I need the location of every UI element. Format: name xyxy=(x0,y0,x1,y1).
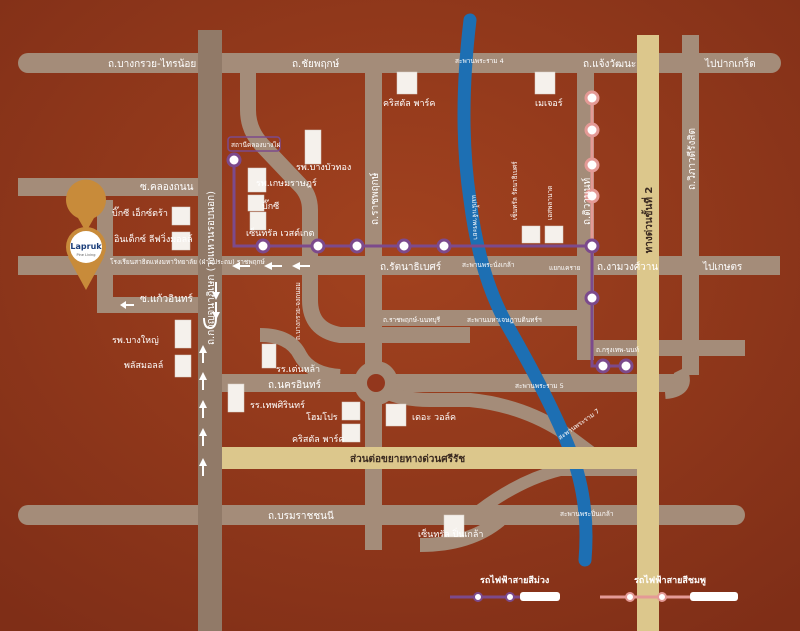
road-ratchaphruek-nonthaburi xyxy=(380,310,580,326)
svg-text:ถ.นครอินทร์: ถ.นครอินทร์ xyxy=(268,379,322,391)
road-krungthep-nonthaburi xyxy=(580,340,745,356)
kanchanaphisek-shade xyxy=(198,30,222,631)
svg-text:ถ.บางกรวย-จงถนอม: ถ.บางกรวย-จงถนอม xyxy=(294,282,302,340)
station[interactable] xyxy=(584,290,600,306)
svg-text:ถ.งามวงศ์วาน: ถ.งามวงศ์วาน xyxy=(597,261,658,273)
road-kanchanaphisek xyxy=(198,30,222,631)
svg-text:โฮมโปร: โฮมโปร xyxy=(306,412,338,423)
svg-text:คริสตัล พาร์ค: คริสตัล พาร์ค xyxy=(292,433,344,445)
svg-text:ถ.ชัยพฤกษ์: ถ.ชัยพฤกษ์ xyxy=(292,58,340,70)
station-pink[interactable] xyxy=(584,122,600,138)
svg-text:คริสตัล พาร์ค: คริสตัล พาร์ค xyxy=(383,97,435,109)
svg-text:เดอะ วอล์ค: เดอะ วอล์ค xyxy=(412,411,456,423)
station[interactable] xyxy=(584,238,600,254)
svg-text:สถานีคลองบางไผ่: สถานีคลองบางไผ่ xyxy=(231,141,281,149)
svg-text:สะพานมหาเจษฎาบดินทร์ฯ: สะพานมหาเจษฎาบดินทร์ฯ xyxy=(467,316,542,324)
road-rama7 xyxy=(378,383,605,466)
poi-labels: คริสตัล พาร์ค เมเจอร์ รพ.บางบัวทอง รพ.เก… xyxy=(110,97,563,540)
direction-arrows xyxy=(120,262,310,476)
svg-text:สะพานพระปิ่นเกล้า: สะพานพระปิ่นเกล้า xyxy=(560,509,614,518)
station-pink[interactable] xyxy=(584,157,600,173)
road-bangkruai-jongthanom xyxy=(240,70,470,343)
station[interactable] xyxy=(349,238,365,254)
station[interactable] xyxy=(396,238,412,254)
road-ratchaphruek xyxy=(365,60,382,550)
svg-text:รถไฟฟ้าสายสีชมพู: รถไฟฟ้าสายสีชมพู xyxy=(634,574,706,586)
svg-text:เอสพลานาด: เอสพลานาด xyxy=(546,186,554,220)
svg-text:รร.เต่นหล้า: รร.เต่นหล้า xyxy=(276,364,320,375)
station[interactable] xyxy=(436,238,452,254)
station[interactable] xyxy=(310,238,326,254)
svg-text:ถ.ติวานนท์: ถ.ติวานนท์ xyxy=(581,178,593,225)
svg-text:รร.เทพศิรินทร์: รร.เทพศิรินทร์ xyxy=(250,399,305,411)
logo-text: Lapruk xyxy=(70,242,102,251)
chao-phraya-river xyxy=(457,13,593,567)
svg-text:ถ.กรุงเทพ-นนท์: ถ.กรุงเทพ-นนท์ xyxy=(596,346,639,354)
svg-text:บิ๊กซี: บิ๊กซี xyxy=(262,199,279,212)
station-khlong-bang-phai[interactable] xyxy=(226,152,242,168)
road-pinklao-diagonal xyxy=(476,464,650,515)
svg-text:ซ.คลองถนน: ซ.คลองถนน xyxy=(140,182,194,193)
river-label: แม่น้ำเจ้าพระยา xyxy=(470,195,481,241)
svg-text:เซ็นทรัล รัตนาธิเบศร์: เซ็นทรัล รัตนาธิเบศร์ xyxy=(510,161,519,220)
stations xyxy=(226,90,634,374)
logo-subtext: Pine Living xyxy=(77,253,96,257)
svg-text:บิ๊กซี เอ็กซ์ตร้า: บิ๊กซี เอ็กซ์ตร้า xyxy=(112,206,168,219)
svg-text:เมเจอร์: เมเจอร์ xyxy=(535,97,563,109)
svg-text:สะพานพระราม 5: สะพานพระราม 5 xyxy=(515,382,564,390)
road-curve-east xyxy=(664,366,690,399)
station[interactable] xyxy=(595,358,611,374)
road-wiphawadi xyxy=(682,35,699,375)
svg-text:ถ.บรมราชชนนี: ถ.บรมราชชนนี xyxy=(268,510,334,522)
svg-text:เซ็นทรัล เวสต์เกต: เซ็นทรัล เวสต์เกต xyxy=(246,226,314,239)
expressway2-label: ทางด่วนขั้นที่ 2 xyxy=(641,187,655,254)
station-pink[interactable] xyxy=(584,90,600,106)
expressway-extension-label: ส่วนต่อขยายทางด่วนศรีรัช xyxy=(350,453,465,465)
station[interactable] xyxy=(618,358,634,374)
svg-text:สะพานพระนั่งเกล้า: สะพานพระนั่งเกล้า xyxy=(462,260,515,269)
svg-text:ถ.แจ้งวัฒนะ: ถ.แจ้งวัฒนะ xyxy=(583,58,636,70)
svg-text:ซ.แก้วอินทร์: ซ.แก้วอินทร์ xyxy=(140,293,194,305)
station[interactable] xyxy=(255,238,271,254)
svg-text:ไปปากเกร็ด: ไปปากเกร็ด xyxy=(704,56,756,70)
svg-text:ถ.บางกรวย-ไทรน้อย: ถ.บางกรวย-ไทรน้อย xyxy=(108,58,196,70)
expressway xyxy=(222,35,659,631)
road-curve-borom xyxy=(419,514,505,552)
station-callout: สถานีคลองบางไผ่ xyxy=(227,136,281,152)
svg-text:แยกแคราย: แยกแคราย xyxy=(549,264,581,272)
svg-text:รพ.บางบัวทอง: รพ.บางบัวทอง xyxy=(296,163,351,173)
u-turn-icon xyxy=(203,317,217,330)
svg-text:สะพานพระราม 4: สะพานพระราม 4 xyxy=(455,57,504,65)
road-kaeoin xyxy=(97,200,200,313)
svg-text:ถ.วิภาวดีรังสิต: ถ.วิภาวดีรังสิต xyxy=(686,128,698,190)
legend: รถไฟฟ้าสายสีม่วง รถไฟฟ้าสายสีชมพู xyxy=(450,574,738,602)
svg-text:รถไฟฟ้าสายสีม่วง: รถไฟฟ้าสายสีม่วง xyxy=(480,574,549,586)
road-curve-west xyxy=(259,328,341,383)
svg-text:ถ.ราชพฤกษ์: ถ.ราชพฤกษ์ xyxy=(369,172,381,225)
station-pink[interactable] xyxy=(584,188,600,204)
svg-text:อินเด็กซ์ ลีฟวิ่งมอลล์: อินเด็กซ์ ลีฟวิ่งมอลล์ xyxy=(114,232,193,245)
svg-text:โรงเรียนสาธิตแห่งมหาวิทยาลัย (: โรงเรียนสาธิตแห่งมหาวิทยาลัย (ฝ่ายประถม)… xyxy=(110,258,265,266)
svg-text:รพ.บางใหญ่: รพ.บางใหญ่ xyxy=(112,335,159,346)
svg-text:เซ็นทรัล ปิ่นเกล้า: เซ็นทรัล ปิ่นเกล้า xyxy=(418,527,483,540)
svg-text:ไปเกษตร: ไปเกษตร xyxy=(702,261,743,273)
svg-text:ถ.รัตนาธิเบศร์: ถ.รัตนาธิเบศร์ xyxy=(380,261,442,273)
buildings xyxy=(171,71,564,538)
project-location-pin[interactable]: Lapruk Pine Living xyxy=(66,179,106,290)
svg-text:ถ.กาญจนาภิเษก (วงแหวนรอบนอก): ถ.กาญจนาภิเษก (วงแหวนรอบนอก) xyxy=(206,191,217,345)
svg-text:พลัสมอลล์: พลัสมอลล์ xyxy=(124,359,163,371)
road-network xyxy=(18,30,781,631)
roundabout xyxy=(354,361,398,405)
svg-text:รพ.เกษมราษฎร์: รพ.เกษมราษฎร์ xyxy=(256,177,317,189)
svg-text:ถ.ราชพฤกษ์-นนทบุรี: ถ.ราชพฤกษ์-นนทบุรี xyxy=(383,316,441,324)
